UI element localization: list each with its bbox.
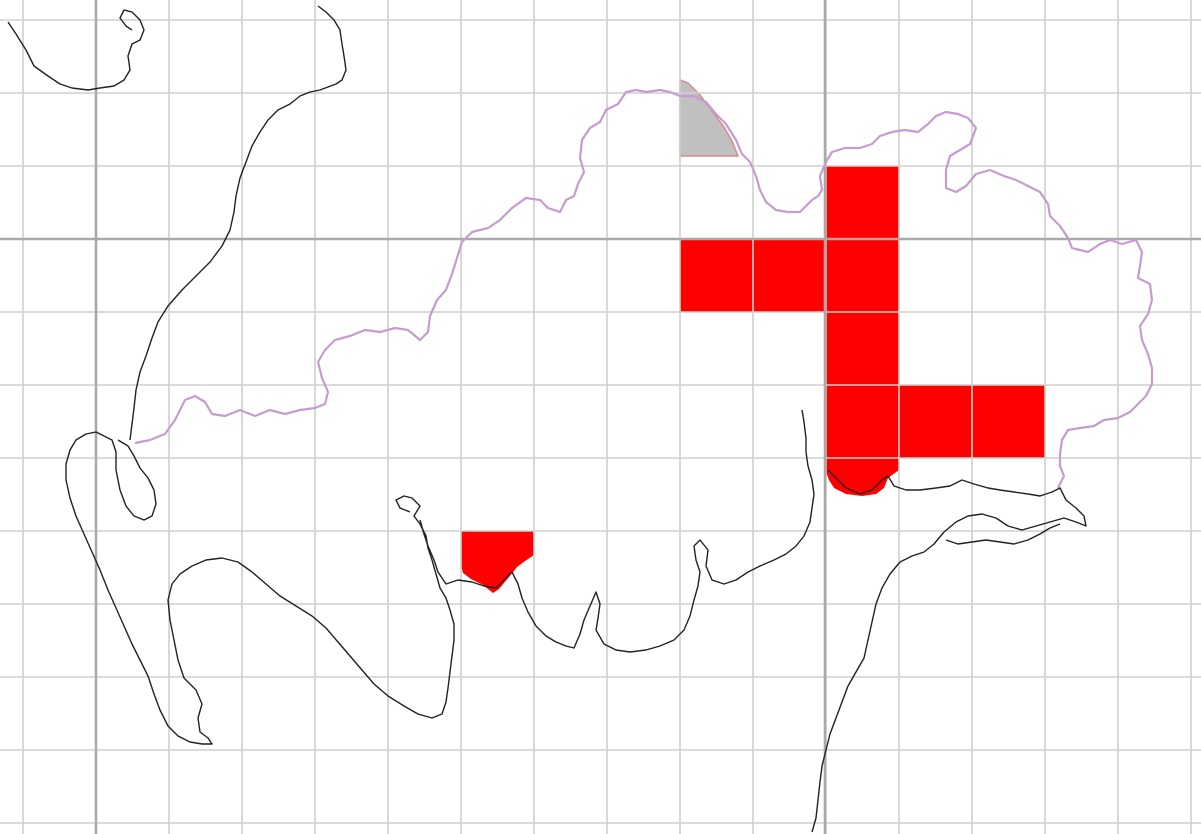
- record-square-present: [899, 385, 972, 458]
- record-squares-layer: [461, 78, 1045, 593]
- coastline-south-bay: [419, 409, 815, 653]
- coastline-western: [129, 5, 347, 441]
- record-square-present: [972, 385, 1045, 458]
- coastline-peninsula-inner: [103, 435, 157, 521]
- coastline-east-inlet: [945, 523, 1061, 545]
- regional-boundary: [134, 88, 1154, 489]
- record-square-present: [826, 166, 899, 239]
- record-square-present: [826, 239, 899, 312]
- record-square-present: [826, 312, 899, 385]
- coastline-peninsula-west: [65, 431, 455, 745]
- coastline-east-estuary: [811, 469, 1087, 833]
- coastline-northwest-island: [7, 9, 145, 91]
- record-square-historic: [679, 78, 740, 157]
- record-square-coastal: [461, 531, 534, 593]
- coastline-layer: [7, 5, 1087, 833]
- record-square-present: [753, 239, 826, 312]
- record-square-present: [826, 385, 899, 458]
- record-square-present: [680, 239, 753, 312]
